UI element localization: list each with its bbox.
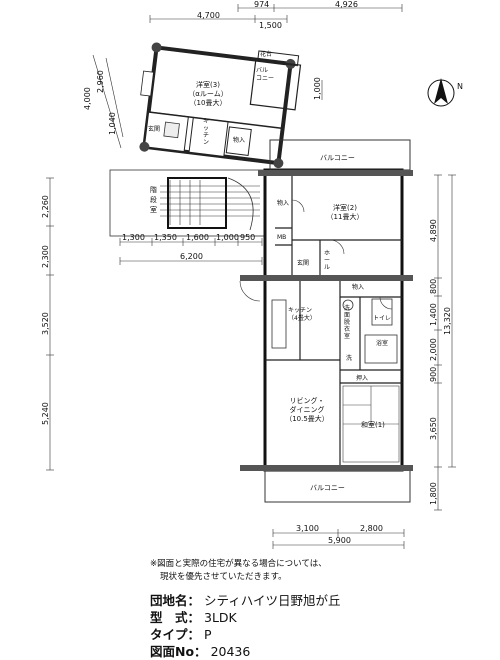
info-row-type: 型 式：3LDK: [150, 609, 495, 626]
dim-stair-total: 6,200: [180, 252, 203, 261]
compass-label: N: [457, 82, 463, 91]
room-oshiire: 押入: [356, 374, 368, 382]
property-info: ※図面と実際の住宅が異なる場合については、 現状を優先させていただきます。 団地…: [150, 558, 495, 660]
info-label-zumen: 図面No：: [150, 644, 207, 659]
info-value-type: 3LDK: [204, 610, 237, 625]
dim-right-top-1000: 1,000: [313, 77, 322, 100]
dim-right-2000: 2,000: [429, 338, 438, 361]
dim-left-3520: 3,520: [41, 312, 50, 335]
room-living-3: （10.5畳大）: [285, 414, 329, 423]
room-stairs-3: 室: [150, 205, 157, 214]
info-value-taipu: P: [204, 627, 212, 642]
room-hanadai: 花台: [260, 50, 272, 58]
dim-right-1800: 1,800: [429, 482, 438, 505]
room-stairs-1: 階: [150, 185, 157, 194]
room-kitchen-2: （4畳大）: [288, 314, 316, 322]
dim-top-4926: 4,926: [335, 0, 358, 9]
room-senmen-5: 室: [344, 332, 350, 340]
dim-right-1400: 1,400: [429, 303, 438, 326]
dim-top-974: 974: [254, 0, 269, 9]
note-line-2: 現状を優先させていただきます。: [160, 572, 287, 582]
info-label-danchi: 団地名：: [150, 593, 201, 608]
info-row-zumen: 図面No：20436: [150, 643, 495, 660]
room-yoshitsu3-line3: （10畳大）: [190, 98, 227, 107]
room-genkan-upper: 玄関: [148, 125, 160, 133]
dim-left-5240: 5,240: [41, 402, 50, 425]
room-genkan: 玄関: [297, 259, 309, 267]
dim-left-2260: 2,260: [41, 195, 50, 218]
dim-bottom-total: 5,900: [328, 536, 351, 545]
room-kitchen-upper-3: チ: [203, 132, 209, 139]
dim-stair-1300: 1,300: [122, 233, 145, 242]
info-label-taipu: タイプ：: [150, 627, 201, 642]
dim-right-900: 900: [429, 367, 438, 382]
room-stairs-2: 段: [150, 195, 157, 204]
dim-right-800: 800: [429, 279, 438, 294]
dim-stair-1600: 1,600: [186, 233, 209, 242]
room-hall-3: ル: [324, 264, 330, 271]
room-hall-2: ー: [324, 257, 330, 264]
dim-upper-1040: 1,040: [108, 112, 117, 135]
room-monoire-a: 物入: [277, 199, 289, 207]
dim-upper-4000: 4,000: [83, 87, 92, 110]
room-yoshitsu2-line2: （11畳大）: [327, 212, 364, 221]
room-sen: 洗: [346, 354, 352, 362]
room-yoshitsu3-line1: 洋室(3): [196, 80, 220, 89]
room-toilet: トイレ: [373, 315, 391, 322]
room-hall-1: ホ: [324, 250, 330, 257]
main-unit: [239, 78, 455, 503]
dimension-lines: [46, 4, 456, 549]
dim-upper-2960: 2,960: [96, 70, 105, 93]
info-value-danchi: シティハイツ日野旭が丘: [204, 593, 341, 608]
dim-top-1500: 1,500: [259, 21, 282, 30]
disclaimer-note: ※図面と実際の住宅が異なる場合については、 現状を優先させていただきます。: [150, 558, 495, 584]
dim-left-2300: 2,300: [41, 245, 50, 268]
room-monoire-b: 物入: [352, 283, 364, 291]
room-living-2: ダイニング: [290, 405, 325, 414]
dim-right-4890: 4,890: [429, 219, 438, 242]
room-washitsu1: 和室(1): [361, 420, 385, 429]
stairwell: [109, 169, 267, 237]
dimension-labels: 974 4,926 4,700 1,500 N 4,000 2,960 1,04…: [41, 0, 463, 545]
room-kitchen-1: キッチン: [288, 307, 312, 314]
room-balcony-bottom: バルコニー: [310, 484, 345, 492]
dim-right-total: 13,320: [443, 307, 452, 335]
room-senmen-2: 面: [344, 312, 350, 319]
room-living-1: リビング・: [290, 396, 325, 405]
note-line-1: ※図面と実際の住宅が異なる場合については、: [150, 559, 327, 569]
info-row-taipu: タイプ：P: [150, 626, 495, 643]
dim-stair-1350: 1,350: [154, 233, 177, 242]
room-yokushitsu: 浴室: [376, 339, 388, 347]
info-row-danchi: 団地名：シティハイツ日野旭が丘: [150, 592, 495, 609]
dim-bottom-2800: 2,800: [360, 524, 383, 533]
room-monoire-upper: 物入: [233, 136, 245, 144]
room-kitchen-upper-1: キ: [203, 118, 209, 125]
room-mb: MB: [277, 234, 286, 241]
upper-annex: [139, 42, 302, 169]
room-senmen-4: 衣: [344, 325, 350, 333]
room-yoshitsu2-line1: 洋室(2): [333, 203, 357, 212]
room-balcony-small-1: バル: [256, 67, 268, 74]
dim-top-4700: 4,700: [197, 11, 220, 20]
room-balcony: バルコニー: [320, 154, 355, 162]
room-labels: 洋室(3) （αルーム） （10畳大） 花台 バル コニー 玄関 キ ッ チ ン…: [148, 50, 391, 492]
room-kitchen-upper-4: ン: [203, 139, 209, 146]
dim-bottom-3100: 3,100: [296, 524, 319, 533]
room-senmen-1: 洗: [344, 304, 350, 312]
room-kitchen-upper-2: ッ: [203, 125, 209, 132]
info-label-type: 型 式：: [150, 610, 201, 625]
dim-right-3650: 3,650: [429, 417, 438, 440]
dim-stair-1000: 1,000: [216, 233, 239, 242]
info-value-zumen: 20436: [210, 644, 251, 659]
room-yoshitsu3-line2: （αルーム）: [188, 90, 227, 98]
room-senmen-3: 脱: [344, 318, 350, 326]
dim-stair-950: 950: [240, 233, 255, 242]
room-balcony-small-2: コニー: [256, 75, 274, 82]
